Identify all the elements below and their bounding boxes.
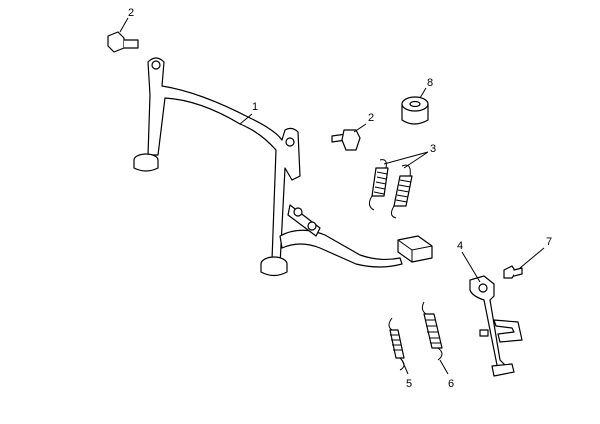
leader-lines [119, 17, 545, 375]
callout-2a: 2 [128, 7, 134, 19]
springs-part-3 [368, 159, 413, 219]
bushing-part-8 [401, 96, 429, 125]
bolt-part-2b [331, 129, 361, 151]
bolt-part-2a [107, 31, 139, 53]
callout-3: 3 [430, 143, 436, 155]
side-stand-part-4 [469, 275, 523, 377]
callout-6: 6 [448, 378, 454, 390]
callout-8: 8 [427, 77, 433, 89]
callout-1: 1 [252, 101, 258, 113]
spring-part-5 [388, 317, 405, 371]
callout-5: 5 [406, 378, 412, 390]
bolt-part-7 [503, 265, 523, 279]
spring-part-6 [421, 301, 443, 361]
main-stand-part [133, 57, 433, 277]
callout-7: 7 [546, 236, 552, 248]
callout-2b: 2 [368, 112, 374, 124]
callout-4: 4 [457, 240, 463, 252]
